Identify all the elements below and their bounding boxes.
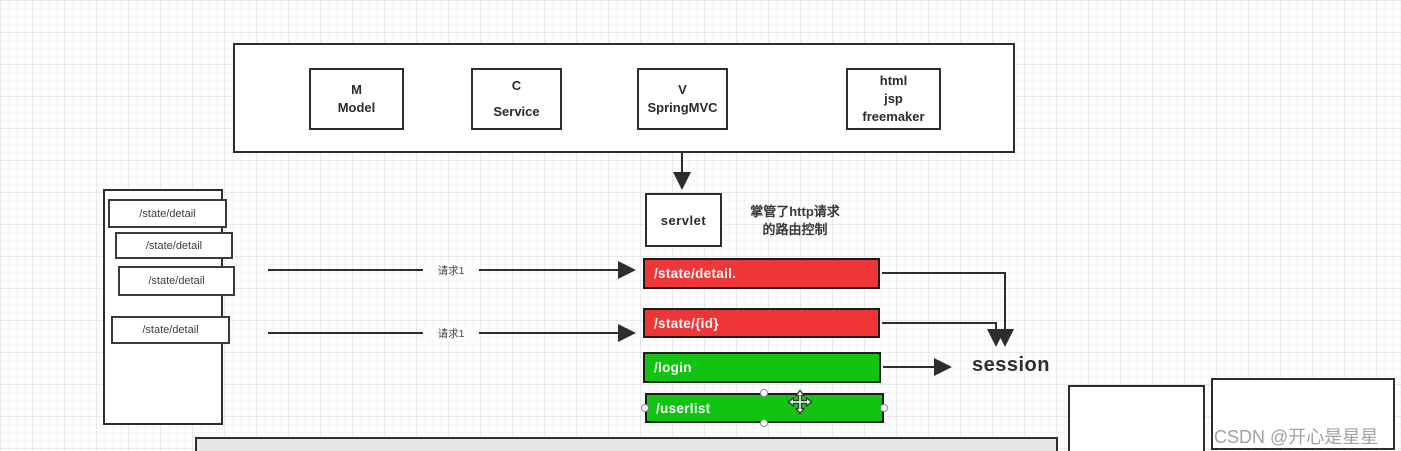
left-stack-item-2[interactable]: /state/detail [115,232,233,259]
route-login-label: /login [654,360,692,375]
session-label: session [972,354,1050,376]
route-state-id[interactable]: /state/{id} [643,308,880,338]
left-stack-item-3-label: /state/detail [148,275,205,287]
servlet-note: 掌管了http请求 的路由控制 [729,203,861,238]
springmvc-label-line1: V [678,81,687,97]
service-box[interactable]: C Service [471,68,562,130]
model-label-line2: Model [337,100,376,115]
springmvc-box[interactable]: V SpringMVC [637,68,728,130]
view-box[interactable]: html jsp freemaker [846,68,941,130]
servlet-note-line1: 掌管了http请求 [750,204,840,219]
bottom-right-box-2[interactable] [1211,378,1395,450]
selection-handle-bottom[interactable] [760,419,768,427]
left-stack-item-1-label: /state/detail [139,207,196,220]
route-state-id-label: /state/{id} [654,315,719,331]
springmvc-label-line2: SpringMVC [647,100,718,115]
view-label-line3: freemaker [862,109,925,125]
selection-handle-right[interactable] [880,404,888,412]
route-state-detail-label: /state/detail. [654,266,737,281]
servlet-box[interactable]: servlet [645,193,722,247]
route-state-detail[interactable]: /state/detail. [643,258,880,289]
servlet-note-line2: 的路由控制 [762,221,828,237]
service-label-line1: C [511,78,522,93]
view-label-line1: html [879,72,908,88]
service-label-line2: Service [493,104,540,119]
left-stack-item-3[interactable]: /state/detail [118,266,235,296]
route-login[interactable]: /login [643,352,881,383]
request-arrow-2-label: 请求1 [423,326,479,341]
servlet-label: servlet [660,212,707,228]
left-stack-item-1[interactable]: /state/detail [108,199,227,228]
bottom-right-box-1[interactable] [1068,385,1205,451]
left-stack-item-2-label: /state/detail [145,239,203,252]
move-cursor-icon [787,389,813,415]
selection-handle-top[interactable] [760,389,768,397]
left-stack-container[interactable] [103,189,223,425]
model-label-line1: M [351,81,362,97]
route-userlist-label: /userlist [656,400,711,416]
model-box[interactable]: M Model [309,68,404,130]
left-stack-item-4[interactable]: /state/detail [111,316,230,344]
selection-handle-left[interactable] [641,404,649,412]
left-stack-item-4-label: /state/detail [142,324,199,336]
csdn-watermark: CSDN @开心是星星 [1214,427,1379,447]
bottom-gray-bar[interactable] [195,437,1058,451]
view-label-line2: jsp [884,90,903,106]
request-arrow-1-label: 请求1 [423,263,479,278]
